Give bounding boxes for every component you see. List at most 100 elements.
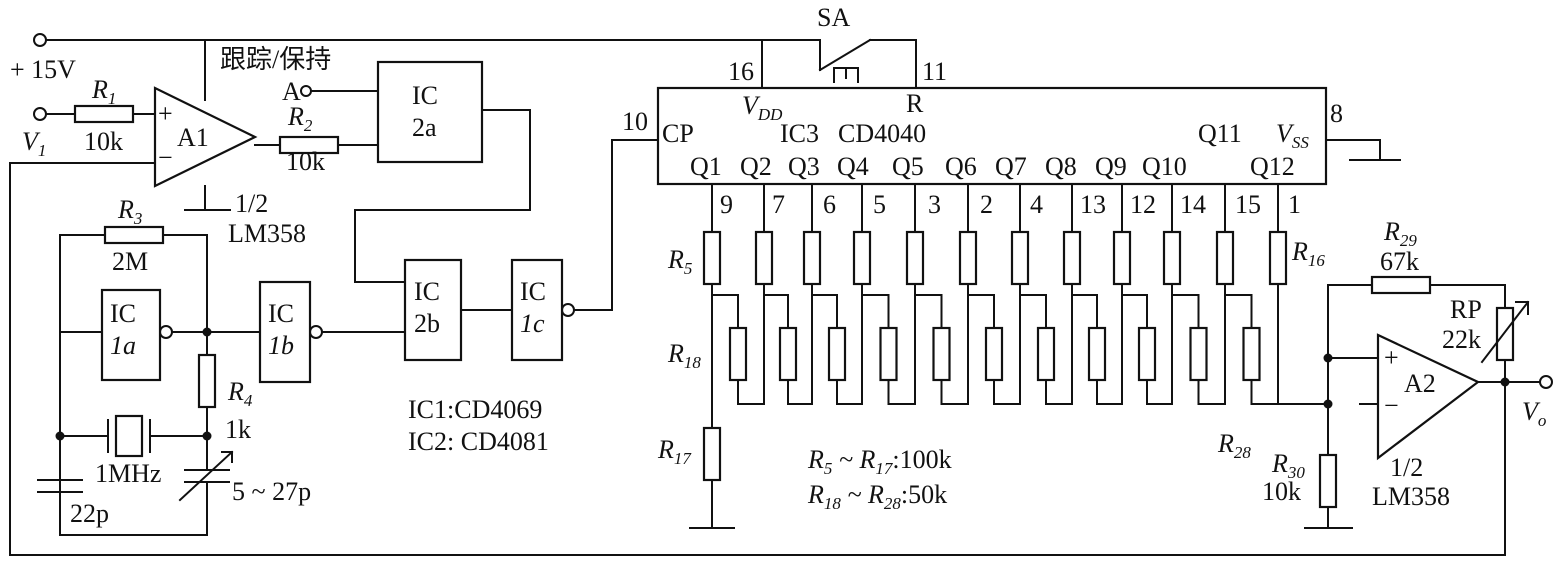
a2-minus: − [1384, 391, 1399, 420]
pin-11: 11 [922, 57, 947, 86]
pin-q11: 15 [1235, 190, 1261, 219]
ladder-series-resistor-23 [984, 326, 1004, 382]
range-r5-r17: R5 ~ R17:100k [807, 445, 952, 478]
v1-label: V1 [22, 127, 46, 160]
ladder-resistor-13 [1112, 230, 1132, 286]
ladder-series-resistor-27 [1189, 326, 1208, 382]
ladder-resistor-17 [702, 426, 722, 482]
v1-terminal [33, 107, 47, 121]
q2-label: Q2 [740, 152, 772, 181]
svg-text:2b: 2b [414, 309, 440, 338]
a2-label: A2 [1404, 369, 1436, 398]
r3-resistor [103, 225, 165, 245]
r16-label: R16 [1291, 237, 1325, 270]
ladder-resistor-7 [802, 230, 822, 286]
rp-label: RP [1450, 295, 1482, 324]
pin-8: 8 [1330, 99, 1343, 128]
vo-label: Vo [1522, 397, 1546, 430]
r30-value: 10k [1262, 477, 1301, 506]
vdd-label: VDD [742, 91, 783, 124]
crystal-label: 1MHz [95, 459, 161, 488]
svg-text:1a: 1a [110, 331, 136, 360]
ladder-series-resistor-22 [932, 326, 951, 382]
ladder-series-resistor-24 [1036, 326, 1056, 382]
r18-label: R18 [667, 339, 701, 372]
c22p-label: 22p [70, 499, 109, 528]
supply-terminal [33, 33, 47, 47]
a1-plus: + [158, 99, 173, 128]
ladder-resistor-10 [958, 230, 978, 286]
pin-q2: 7 [772, 190, 785, 219]
sa-switch[interactable] [818, 38, 872, 72]
r2r-ladder [689, 183, 1288, 529]
q9-label: Q9 [1095, 152, 1127, 181]
lm358-a2-part: 1/2 [1390, 453, 1423, 482]
pin-q1: 9 [720, 190, 733, 219]
cp-label: CP [662, 119, 694, 148]
a1-label: A1 [177, 123, 209, 152]
lm358-a2-name: LM358 [1372, 482, 1450, 511]
ladder-resistor-9 [905, 230, 925, 286]
rp-potentiometer[interactable] [1495, 306, 1515, 362]
r29-value: 67k [1380, 247, 1419, 276]
pin-q5: 3 [928, 190, 941, 219]
node-a-terminal [300, 85, 312, 97]
r5-label: R5 [667, 245, 692, 278]
q4-label: Q4 [837, 152, 869, 181]
ic3-counter: SA 16 11 10 8 VDD R CP IC3 CD4040 Q11 VS… [622, 3, 1401, 219]
r4-label: R4 [227, 377, 253, 410]
svg-text:IC: IC [268, 299, 294, 328]
pin-q4: 5 [873, 190, 886, 219]
ic-legend-2: IC2: CD4081 [408, 427, 549, 456]
pin-16: 16 [728, 57, 754, 86]
ladder-resistor-8 [852, 230, 872, 286]
q1-label: Q1 [690, 152, 722, 181]
pin-q7: 4 [1030, 190, 1043, 219]
svg-text:1b: 1b [268, 331, 294, 360]
r1-value: 10k [84, 127, 123, 156]
r2-value: 10k [286, 147, 325, 176]
r2-label: R2 [287, 102, 313, 135]
track-hold-label: 跟踪/保持 [220, 45, 331, 74]
ladder-resistor-16 [1268, 230, 1288, 286]
pin-q10: 14 [1180, 190, 1206, 219]
r29-label: R29 [1383, 217, 1417, 250]
pin-q8: 13 [1080, 190, 1106, 219]
svg-text:2a: 2a [412, 113, 437, 142]
trimmer-label: 5 ~ 27p [232, 477, 311, 506]
r3-value: 2M [112, 247, 148, 276]
ladder-resistor-11 [1010, 230, 1030, 286]
ic3-label: IC3 [780, 119, 819, 148]
ladder-resistor-12 [1062, 230, 1082, 286]
ic1a-inverter [100, 288, 162, 382]
ic-legend-1: IC1:CD4069 [408, 395, 542, 424]
q11-label: Q11 [1198, 119, 1242, 148]
q10-label: Q10 [1142, 152, 1187, 181]
svg-text:IC: IC [110, 299, 136, 328]
range-r18-r28: R18 ~ R28:50k [807, 480, 947, 513]
crystal-1mhz [114, 414, 144, 458]
a2-plus: + [1384, 343, 1399, 372]
q3-label: Q3 [788, 152, 820, 181]
lm358-a1-part: 1/2 [235, 189, 268, 218]
rp-value: 22k [1442, 325, 1481, 354]
r17-label: R17 [657, 435, 692, 468]
pin-q12: 1 [1288, 190, 1301, 219]
ladder-series-resistor-19 [778, 326, 798, 382]
pin-10: 10 [622, 107, 648, 136]
ladder-series-resistor-21 [879, 326, 898, 382]
output-section: R29 67k RP 22k + − A2 Vo R30 10k 1/2 LM3… [1262, 217, 1553, 556]
ladder-resistor-6 [754, 230, 774, 286]
svg-text:IC: IC [520, 277, 546, 306]
r28-label: R28 [1217, 429, 1251, 462]
ic1b-inverter: IC 1b [258, 280, 406, 384]
pin-q6: 2 [980, 190, 993, 219]
ladder-resistor-14 [1162, 230, 1182, 286]
ic2b-gate: IC 2b [403, 258, 513, 362]
vo-terminal [1539, 375, 1553, 389]
svg-text:IC: IC [412, 81, 438, 110]
ladder-series-resistor-26 [1137, 326, 1157, 382]
r30-label: R30 [1271, 449, 1305, 482]
lm358-a1-name: LM358 [228, 219, 306, 248]
